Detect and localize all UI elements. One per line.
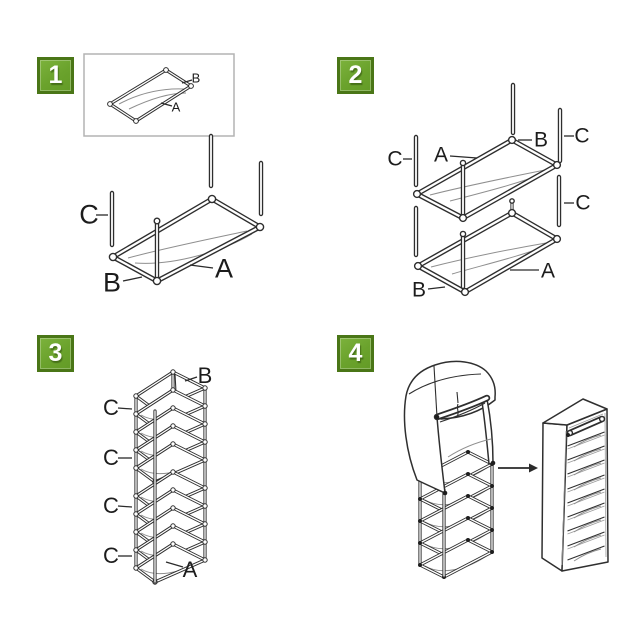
part-label-b-tower: B [197,363,213,388]
part-label-a-lower: A [540,259,556,283]
step3-diagram [117,369,209,586]
part-label-b-bottom: B [411,278,427,302]
step2-diagram [403,82,574,297]
step-2-badge: 2 [337,57,374,94]
step4-rack [416,448,496,581]
step-2-number: 2 [348,61,363,89]
part-label-c-top-right: C [574,124,590,148]
part-label-c-right: C [575,191,591,215]
part-label-b-tube: B [102,267,122,298]
step4-diagram [403,360,609,581]
part-label-c-2: C [103,445,119,470]
step-3-badge: 3 [37,335,74,372]
part-label-a-tower: A [182,557,198,582]
step4-fabric-cover [403,360,496,496]
step1-shelf-frame [108,194,265,286]
part-label-b-top: B [533,128,549,152]
step2-lower-frame [413,198,562,297]
step1-loose-poles [109,133,264,248]
step-4-badge: 4 [337,335,374,372]
arrow-right-icon [498,463,538,473]
part-label-c-left: C [387,147,403,171]
step-1-badge: 1 [37,57,74,94]
part-label-c-4: C [103,543,119,568]
part-label-a-inset: A [171,99,181,115]
part-label-c-1: C [103,395,119,420]
step-1-number: 1 [48,61,63,89]
step2-loose-poles [413,82,563,258]
part-label-a-upper: A [433,143,449,167]
part-label-c-3: C [103,493,119,518]
step-4-number: 4 [348,339,363,367]
step2-upper-frame [412,135,562,223]
part-label-c-pole: C [79,199,99,230]
finished-rack-rolled-door [566,415,606,437]
step3-tower [132,369,209,586]
part-label-b-inset: B [191,70,201,86]
step-3-number: 3 [48,339,63,367]
part-label-a-tube: A [214,253,234,284]
step1-inset-box [83,53,235,137]
step4-finished-rack [541,398,609,572]
finished-rack-shelves [567,431,605,562]
step1-diagram [83,53,265,286]
